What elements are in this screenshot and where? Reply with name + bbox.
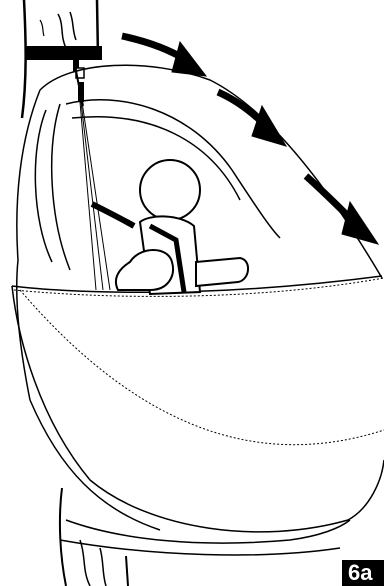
arrow-3 xyxy=(306,176,378,244)
person-arm xyxy=(92,204,134,226)
arrow-1 xyxy=(122,36,206,76)
person-figure xyxy=(92,160,248,294)
step-label: 6a xyxy=(342,560,384,586)
person-leg xyxy=(196,258,248,286)
tree-trunk-bottom xyxy=(60,488,128,586)
tent-body xyxy=(12,276,384,555)
tent-canopy xyxy=(17,65,382,400)
suspension-lines xyxy=(80,102,110,290)
arrow-2 xyxy=(218,92,286,146)
person-knee xyxy=(116,250,173,290)
person-head xyxy=(140,160,200,220)
